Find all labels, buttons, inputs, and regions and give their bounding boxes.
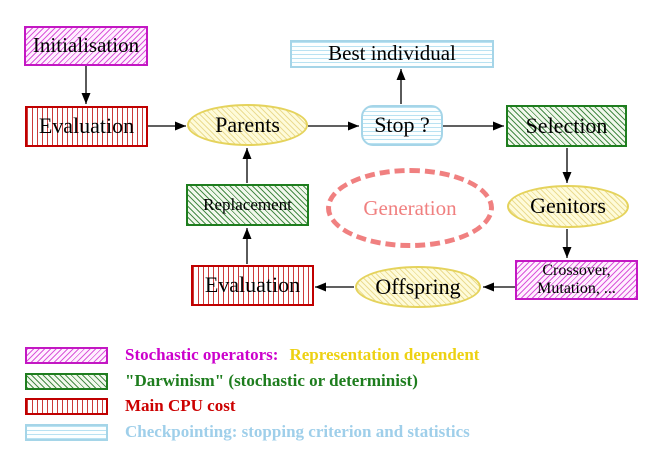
node-initialisation: Initialisation [24,26,148,66]
red-vertical-hatch-swatch [25,397,108,415]
node-stop-label: Stop ? [374,112,430,138]
node-replacement: Replacement [186,184,309,226]
legend-row-checkpointing: Checkpointing: stopping criterion and st… [25,423,645,441]
node-initialisation-label: Initialisation [32,33,140,58]
legend-row-cpu-cost: Main CPU cost [25,397,645,415]
node-offspring-label: Offspring [375,273,461,299]
node-crossover-label-line1: Crossover, [542,262,611,280]
node-selection-label: Selection [525,112,608,138]
node-parents: Parents [187,104,308,146]
node-crossover-mutation: Crossover, Mutation, ... [515,260,638,300]
node-parents-label: Parents [215,111,280,137]
node-evaluation-bottom-label: Evaluation [204,272,301,298]
legend-stochastic-operators-label: Stochastic operators: [125,345,279,364]
legend-main-cpu-cost-label: Main CPU cost [125,396,236,415]
node-best-individual-label: Best individual [328,41,456,66]
generation-cycle-ellipse: Generation [326,168,494,248]
legend-checkpointing-label: Checkpointing: stopping criterion and st… [125,422,470,441]
node-evaluation-top: Evaluation [25,106,148,147]
legend-row-darwinism: "Darwinism" (stochastic or determinist) [25,372,645,390]
node-best-individual: Best individual [290,40,494,68]
node-stop: Stop ? [361,105,443,146]
node-evaluation-bottom: Evaluation [191,265,314,306]
node-crossover-label-line2: Mutation, ... [537,280,616,297]
legend-representation-dependent-label: Representation dependent [289,345,480,364]
magenta-diagonal-hatch-swatch [25,346,108,364]
generation-label: Generation [363,195,457,220]
green-diagonal-hatch-swatch [25,372,108,390]
cyan-horizontal-hatch-swatch [25,423,108,441]
node-evaluation-top-label: Evaluation [38,113,135,139]
legend-row-stochastic: Stochastic operators: Representation depe… [25,346,645,364]
node-genitors-label: Genitors [530,193,606,219]
legend-darwinism-label: "Darwinism" (stochastic or determinist) [125,371,418,390]
node-genitors: Genitors [507,185,629,228]
node-replacement-label: Replacement [203,194,292,214]
node-offspring: Offspring [355,266,481,308]
node-selection: Selection [506,105,627,147]
